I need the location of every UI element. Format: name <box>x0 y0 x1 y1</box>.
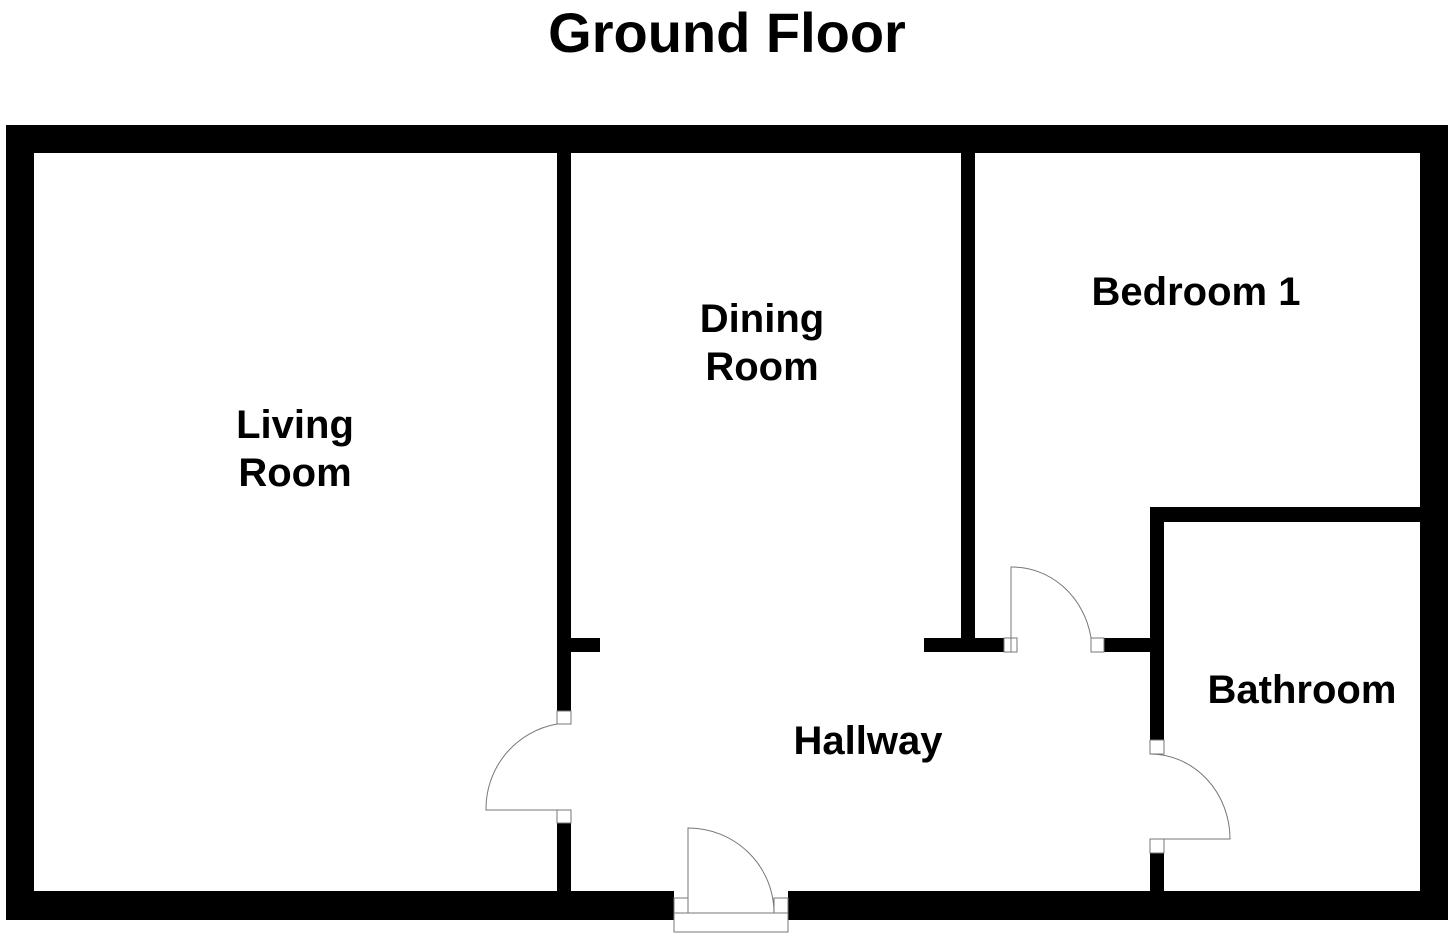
room-label: Room <box>705 345 818 389</box>
wall-bathroom-top <box>1150 507 1420 522</box>
door-bathroom[interactable] <box>1149 739 1231 854</box>
wall-bedroom-hall-left <box>924 638 1004 652</box>
wall-bedroom-hall-right <box>1104 638 1154 652</box>
outer-walls <box>6 125 1448 920</box>
floor-title: Ground Floor <box>548 1 906 64</box>
room-bedroom-1: Bedroom 1 <box>1092 270 1301 314</box>
room-living-room: Living Room <box>236 403 354 495</box>
wall-living-dining <box>557 153 571 711</box>
door-living-room[interactable] <box>485 710 572 824</box>
wall-stub <box>571 638 600 652</box>
wall-dining-bedroom <box>961 153 975 652</box>
room-label: Dining <box>700 297 824 341</box>
room-label: Room <box>238 451 351 495</box>
room-dining-room: Dining Room <box>700 297 824 389</box>
room-hallway: Hallway <box>794 719 944 763</box>
room-bathroom: Bathroom <box>1208 668 1397 712</box>
wall-living-lower <box>557 823 571 891</box>
wall-bathroom-left <box>1150 507 1164 740</box>
room-label: Living <box>236 403 354 447</box>
door-bedroom-1[interactable] <box>1003 566 1105 653</box>
front-door[interactable] <box>673 827 789 933</box>
wall-bathroom-lower <box>1150 853 1164 891</box>
